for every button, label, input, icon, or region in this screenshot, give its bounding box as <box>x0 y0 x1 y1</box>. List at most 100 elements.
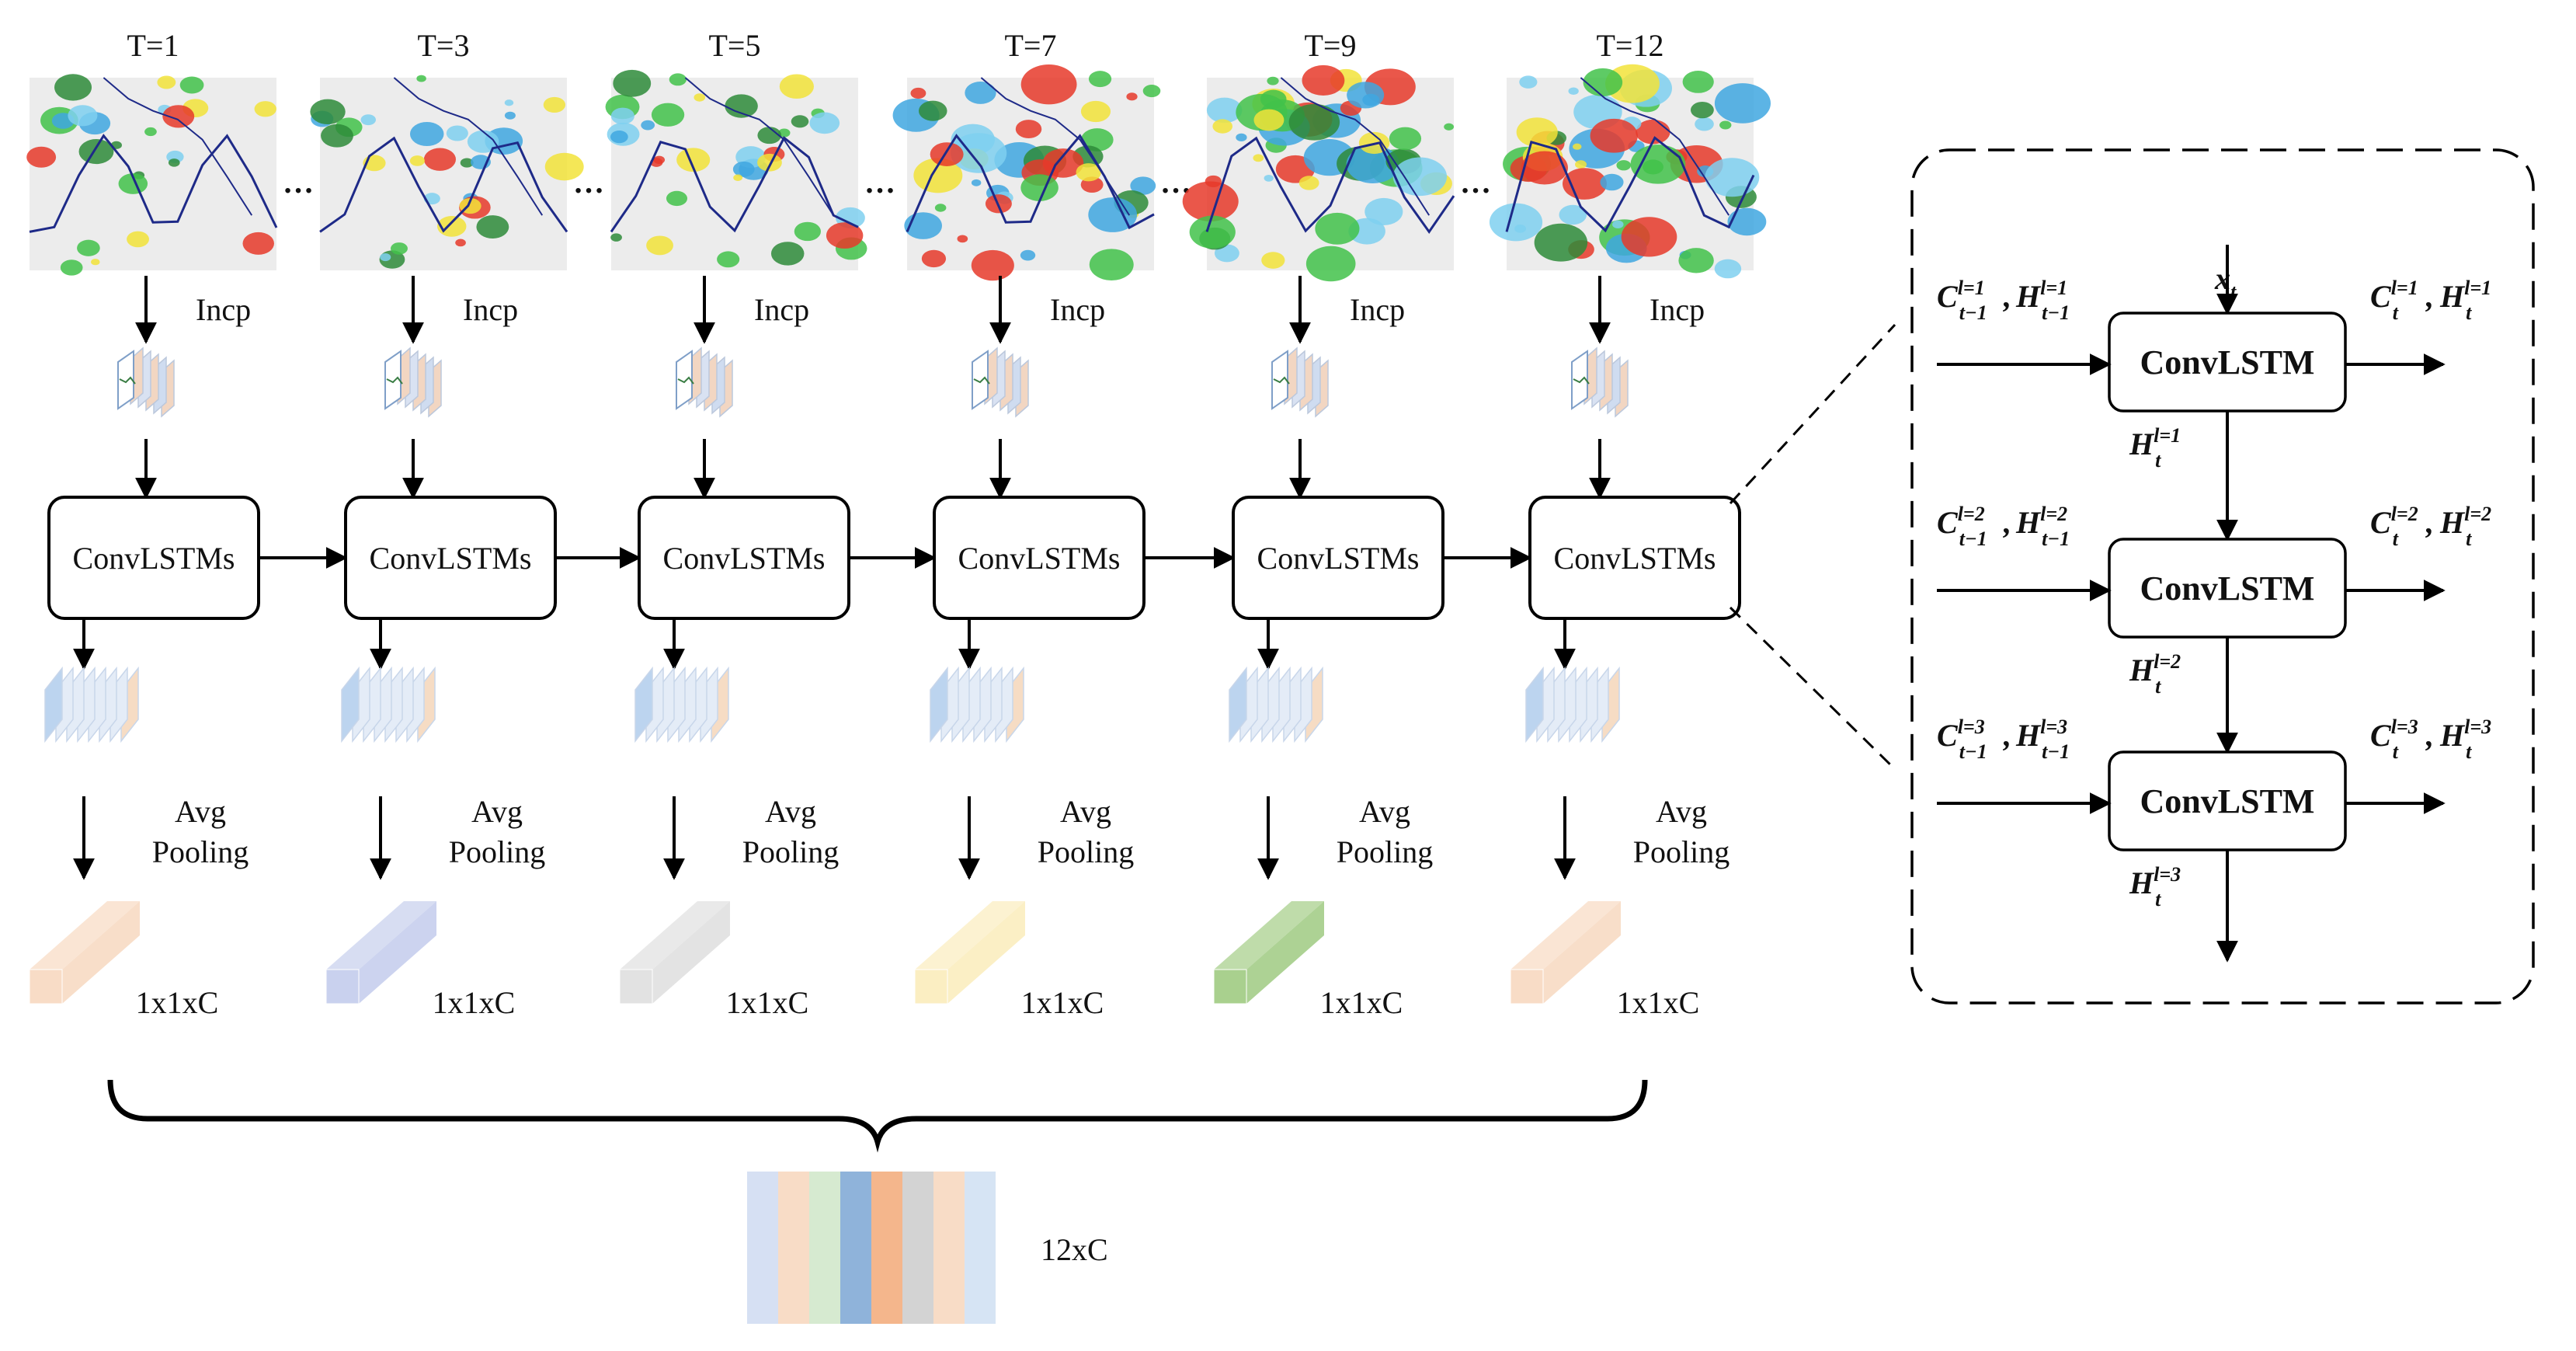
convlstms-label: ConvLSTMs <box>1257 541 1420 576</box>
radar-echo <box>694 93 706 102</box>
pool-label-line1: Avg <box>765 794 816 829</box>
feature-map-front <box>972 350 989 410</box>
separator: , <box>2425 279 2434 314</box>
radar-echo <box>1583 68 1623 97</box>
radar-echo <box>913 158 963 193</box>
radar-image <box>892 64 1161 281</box>
radar-echo <box>118 173 148 194</box>
radar-echo <box>1260 89 1287 109</box>
pooled-vector <box>29 901 140 1005</box>
radar-echo <box>1076 163 1101 182</box>
radar-echo <box>1600 173 1624 191</box>
convlstms-label: ConvLSTMs <box>73 541 235 576</box>
radar-echo <box>423 148 457 171</box>
radar-echo <box>1621 217 1677 257</box>
radar-echo <box>717 251 740 268</box>
radar-echo <box>1364 197 1403 225</box>
radar-echo <box>641 120 655 131</box>
radar-echo <box>1568 87 1579 95</box>
radar-echo <box>1612 220 1624 229</box>
detail-panel <box>1910 148 2535 1005</box>
timestep-label: T=3 <box>418 28 470 63</box>
radar-image <box>310 75 584 270</box>
separator: , <box>2425 718 2434 753</box>
radar-echo <box>455 239 466 247</box>
radar-image <box>1489 64 1771 279</box>
radar-echo <box>1305 245 1356 282</box>
radar-echo <box>918 100 947 121</box>
feature-map-front <box>1571 350 1588 410</box>
radar-echo <box>1682 71 1714 93</box>
vector-front <box>325 969 360 1005</box>
ellipsis: … <box>283 165 314 200</box>
feature-map-texture <box>1573 376 1590 385</box>
radar-echo <box>1444 123 1455 131</box>
pool-label-line1: Avg <box>1656 794 1707 829</box>
radar-echo <box>779 74 814 99</box>
radar-echo <box>242 232 274 255</box>
vector-front <box>1510 969 1544 1005</box>
radar-echo <box>1089 249 1134 281</box>
pool-label-line2: Pooling <box>152 834 249 869</box>
radar-echo <box>1590 118 1638 153</box>
radar-image <box>1182 64 1455 282</box>
concat-segment <box>965 1172 996 1324</box>
radar-echo <box>437 215 467 237</box>
incp-label: Incp <box>1350 292 1405 327</box>
vector-front <box>914 969 948 1005</box>
vector-side <box>1543 901 1621 1004</box>
radar-echo <box>1212 119 1233 134</box>
incp-label: Incp <box>754 292 809 327</box>
radar-echo <box>610 131 628 144</box>
radar-echo <box>467 130 499 153</box>
boundary-line <box>1580 77 1730 216</box>
radar-echo <box>127 231 149 248</box>
radar-echo <box>666 190 688 207</box>
feature-map-front <box>676 350 693 410</box>
radar-echo <box>157 75 176 89</box>
convlstm-cell-label: ConvLSTM <box>2140 343 2315 381</box>
radar-echo <box>77 239 100 256</box>
boundary-line <box>684 77 835 216</box>
radar-echo <box>1253 154 1264 162</box>
radar-echo <box>809 112 840 134</box>
timestep-label: T=5 <box>709 28 761 63</box>
radar-echo <box>162 105 195 128</box>
vector-side <box>1246 901 1324 1004</box>
vector-label: 1x1xC <box>726 985 809 1020</box>
pool-label-line2: Pooling <box>449 834 545 869</box>
radar-echo <box>1347 82 1385 109</box>
concat-segment <box>809 1172 840 1324</box>
radar-echo <box>409 155 425 166</box>
vector-front <box>1213 969 1247 1005</box>
feature-map-texture <box>1273 376 1290 385</box>
radar-echo <box>965 82 996 104</box>
radar-echo <box>1575 160 1587 169</box>
vector-top <box>1510 901 1621 970</box>
radar-echo <box>504 111 516 120</box>
radar-echo <box>613 69 652 97</box>
convlstms-label: ConvLSTMs <box>663 541 826 576</box>
radar-echo <box>1206 97 1243 124</box>
radar-echo <box>1080 100 1111 123</box>
convlstms-label: ConvLSTMs <box>1554 541 1716 576</box>
radar-echo <box>733 174 743 181</box>
timestep-label: T=9 <box>1305 28 1357 63</box>
output-map <box>930 666 948 743</box>
radar-echo <box>1690 101 1714 119</box>
feature-map-texture <box>973 376 990 385</box>
radar-echo <box>1519 75 1538 89</box>
convlstms-label: ConvLSTMs <box>370 541 532 576</box>
vector-top <box>326 901 436 970</box>
zoom-line-bottom <box>1729 606 1896 771</box>
